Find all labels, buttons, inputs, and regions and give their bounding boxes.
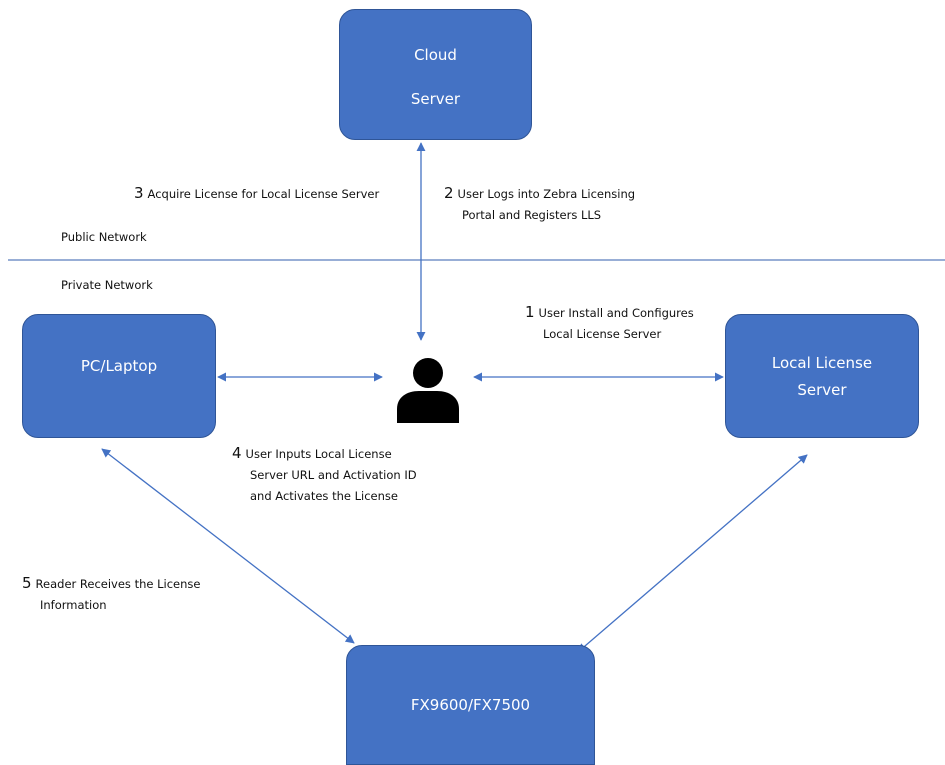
step-5-number: 5	[22, 574, 32, 592]
pc-laptop-node: PC/Laptop	[22, 314, 216, 438]
arrow-pc-fx	[101, 448, 355, 644]
step-4-text-3: and Activates the License	[250, 489, 398, 503]
step-4-text-1: User Inputs Local License	[245, 447, 392, 461]
step-3-number: 3	[134, 184, 144, 202]
step-2-number: 2	[444, 184, 454, 202]
local-license-server-label-1: Local License	[771, 353, 873, 372]
local-license-server-label-2: Server	[797, 380, 847, 399]
step-1-text-1: User Install and Configures	[538, 306, 694, 320]
step-4-number: 4	[232, 444, 242, 462]
pc-laptop-label: PC/Laptop	[80, 357, 158, 375]
person-icon	[397, 358, 459, 423]
cloud-server-node: Cloud Server	[339, 9, 532, 140]
step-1-number: 1	[525, 303, 535, 321]
local-license-server-node: Local License Server	[725, 314, 919, 438]
step-4-text-2: Server URL and Activation ID	[250, 468, 417, 482]
step-5-text-2: Information	[40, 598, 107, 612]
public-network-label: Public Network	[61, 230, 147, 244]
step-3-text: Acquire License for Local License Server	[147, 187, 380, 201]
step-5-text-1: Reader Receives the License	[35, 577, 201, 591]
fx-reader-label: FX9600/FX7500	[410, 696, 531, 714]
step-2-text-2: Portal and Registers LLS	[462, 208, 602, 222]
cloud-server-label-1: Cloud	[414, 45, 457, 64]
private-network-label: Private Network	[61, 278, 153, 292]
fx-reader-node: FX9600/FX7500	[346, 645, 595, 765]
arrow-lls-fx	[577, 454, 808, 653]
step-1-text-2: Local License Server	[543, 327, 662, 341]
cloud-server-label-2: Server	[410, 89, 461, 108]
step-2-text-1: User Logs into Zebra Licensing	[457, 187, 636, 201]
